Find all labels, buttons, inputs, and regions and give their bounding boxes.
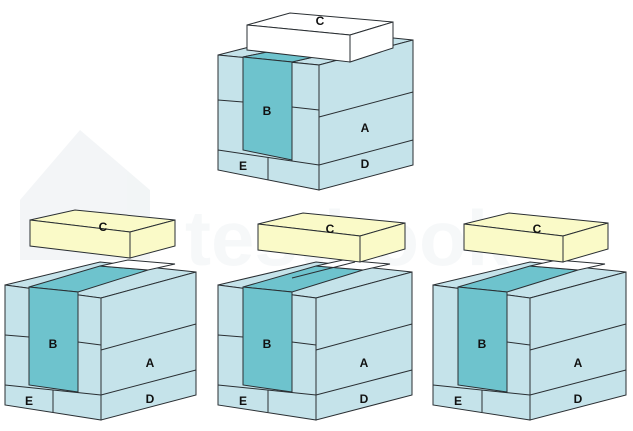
- front-divider: [291, 106, 320, 111]
- label-b: B: [263, 104, 272, 118]
- label-c: C: [316, 14, 325, 28]
- right-divider: [315, 323, 413, 351]
- label-d: D: [361, 157, 370, 171]
- block-c-slab: [29, 209, 176, 259]
- front-divider: [291, 341, 317, 346]
- right-divider: [529, 369, 627, 396]
- label-b: B: [263, 337, 272, 351]
- label-b: B: [478, 337, 487, 351]
- label-e: E: [454, 394, 462, 408]
- option-1-figure: C B A E D: [4, 209, 197, 421]
- option-2-figure: C B A E D: [217, 212, 413, 421]
- question-figure: C B A E D: [217, 12, 414, 191]
- front-divider: [506, 341, 531, 346]
- block-b-face: [28, 286, 79, 393]
- label-a: A: [574, 356, 583, 370]
- label-d: D: [574, 392, 583, 406]
- cube-right-face: [315, 271, 413, 421]
- front-divider: [217, 334, 244, 338]
- label-a: A: [361, 121, 370, 135]
- label-d: D: [360, 392, 369, 406]
- label-e: E: [25, 394, 33, 408]
- block-c-slab: [463, 212, 609, 263]
- front-divider: [4, 334, 30, 338]
- label-e: E: [239, 394, 247, 408]
- right-divider: [318, 91, 414, 118]
- top-face-opening: [529, 259, 606, 271]
- block-c-slab: [246, 12, 394, 63]
- block-b-face: [242, 286, 293, 393]
- front-divider: [217, 99, 244, 103]
- label-a: A: [146, 356, 155, 370]
- block-b-face: [242, 56, 293, 161]
- cube-right-face: [529, 271, 627, 421]
- front-divider: [217, 384, 317, 396]
- label-a: A: [360, 356, 369, 370]
- right-divider: [100, 323, 197, 351]
- label-c: C: [533, 222, 542, 236]
- front-divider: [217, 149, 320, 166]
- right-divider: [529, 323, 627, 351]
- label-c: C: [326, 222, 335, 236]
- top-face-opening: [99, 259, 176, 271]
- right-divider: [100, 369, 197, 396]
- option-3-figure: C B A E D: [432, 212, 627, 421]
- label-d: D: [146, 392, 155, 406]
- right-divider: [318, 139, 414, 166]
- label-e: E: [239, 159, 247, 173]
- block-c-slab: [257, 212, 406, 263]
- top-face-divider: [291, 261, 356, 279]
- cube-right-face: [100, 271, 197, 421]
- block-b-face: [457, 286, 508, 393]
- right-divider: [315, 369, 413, 396]
- label-c: C: [99, 220, 108, 234]
- front-divider: [77, 341, 102, 346]
- label-b: B: [49, 337, 58, 351]
